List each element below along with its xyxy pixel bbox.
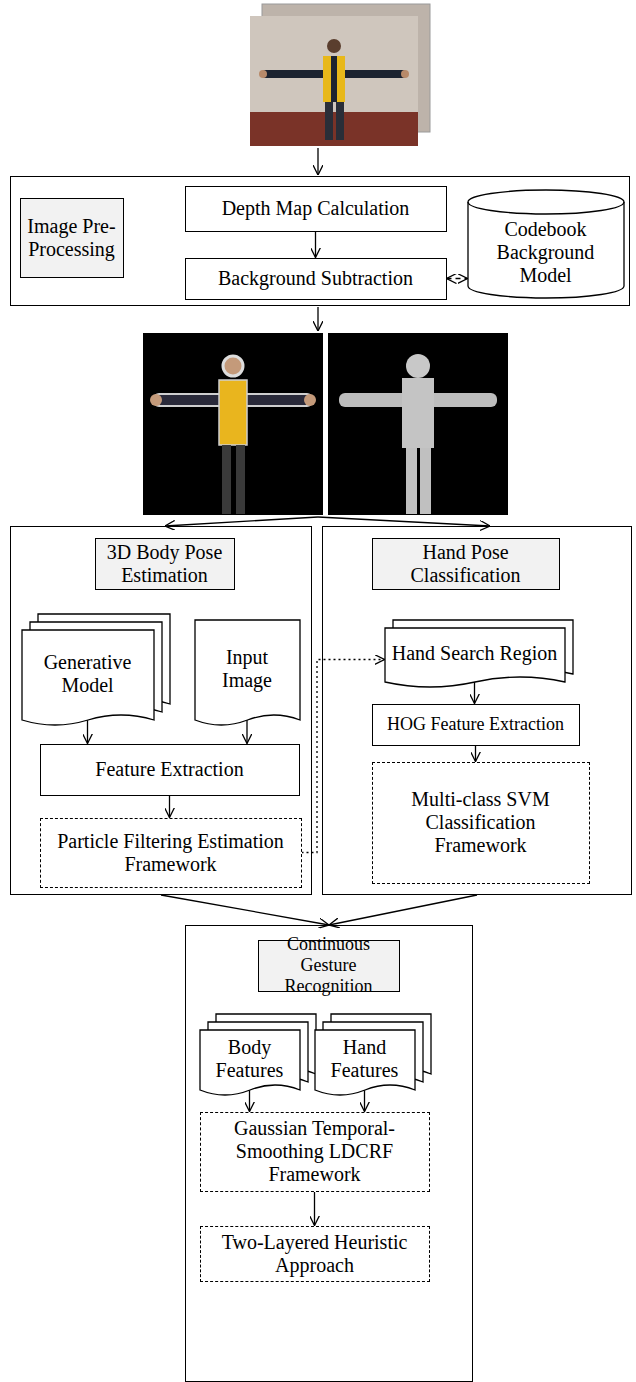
person-vest	[323, 56, 345, 102]
person-leg	[325, 102, 333, 140]
cylinder-body	[468, 190, 624, 298]
stage-heading: 3D Body Pose Estimation	[100, 541, 230, 587]
box-label: Particle Filtering Estimation Framework	[47, 830, 295, 876]
person-hand	[401, 70, 409, 78]
document-shape: Body Features	[200, 1030, 300, 1100]
stage-panel: Continuous Gesture RecognitionBody Featu…	[185, 925, 473, 1382]
connector	[249, 1090, 250, 1112]
segmented-image	[143, 333, 323, 515]
framework-box: Gaussian Temporal-Smoothing LDCRF Framew…	[200, 1112, 430, 1192]
flow-arrow	[317, 307, 318, 331]
depth-image	[328, 333, 508, 515]
person-head	[327, 39, 341, 53]
box-label: Multi-class SVM Classification Framework	[379, 788, 583, 857]
document-shape: Input Image	[195, 620, 300, 730]
person-hand	[259, 70, 267, 78]
box-label: Input Image	[201, 646, 294, 692]
stage-heading-box: 3D Body Pose Estimation	[95, 538, 235, 590]
document-sheet	[200, 1030, 300, 1095]
document-shape: Hand Search Region	[385, 628, 565, 692]
stage-heading: Continuous Gesture Recognition	[263, 934, 395, 996]
box-label: HOG Feature Extraction	[387, 714, 564, 735]
connector	[169, 796, 170, 818]
stage-heading-box: Continuous Gesture Recognition	[258, 940, 400, 992]
stage-panel: 3D Body Pose EstimationGenerative Model I…	[10, 526, 312, 895]
document-sheet	[315, 1030, 415, 1095]
database-cylinder: Codebook Background Model	[468, 190, 624, 298]
box-label: Gaussian Temporal-Smoothing LDCRF Framew…	[207, 1117, 423, 1186]
framework-box: Two-Layered Heuristic Approach	[200, 1226, 430, 1282]
stage-heading-box: Hand Pose Classification	[372, 538, 560, 590]
process-box: Background Subtraction	[185, 258, 447, 300]
flow-arrow	[317, 148, 318, 175]
person-vest	[219, 380, 247, 445]
silhouette-body	[402, 378, 434, 448]
person-leg	[336, 102, 344, 140]
stage-panel: Image Pre-Processing Depth Map Calculatio…	[10, 176, 630, 306]
document-sheet	[195, 620, 300, 725]
flow-arrow	[318, 517, 490, 526]
box-label: Two-Layered Heuristic Approach	[207, 1231, 423, 1277]
stage-heading: Hand Pose Classification	[377, 541, 555, 587]
connector	[161, 895, 329, 925]
document-shape: Hand Features	[315, 1030, 415, 1100]
document-shape: Generative Model	[22, 630, 154, 730]
connector	[475, 746, 476, 762]
person-leg	[236, 445, 245, 514]
person-shirt	[331, 56, 337, 102]
connector	[315, 232, 316, 258]
process-box: Feature Extraction	[40, 744, 300, 796]
connector	[447, 278, 468, 279]
silhouette-leg	[420, 448, 431, 514]
connector	[87, 720, 88, 744]
silhouette-leg	[406, 448, 417, 514]
box-label: Background Subtraction	[218, 267, 413, 290]
stage-heading: Image Pre-Processing	[25, 215, 119, 261]
process-box: HOG Feature Extraction	[372, 704, 580, 746]
box-label: Hand Search Region	[392, 642, 558, 665]
box-label: Body Features	[206, 1036, 294, 1082]
box-label: Codebook Background Model	[474, 218, 618, 287]
document-sheet	[385, 628, 565, 687]
document-sheet	[22, 630, 154, 725]
connector	[364, 1090, 365, 1112]
person-hand	[304, 394, 316, 406]
person-leg	[222, 445, 231, 514]
box-label: Depth Map Calculation	[222, 197, 410, 220]
framework-box: Multi-class SVM Classification Framework	[372, 762, 590, 884]
box-label: Feature Extraction	[95, 758, 243, 781]
silhouette-head	[406, 354, 430, 378]
connector	[474, 682, 475, 704]
process-box: Depth Map Calculation	[185, 186, 447, 232]
box-label: Generative Model	[28, 651, 148, 697]
person-hand	[150, 394, 162, 406]
person-head	[223, 356, 243, 376]
cylinder-rim	[468, 202, 624, 214]
box-label: Hand Features	[321, 1036, 409, 1082]
photo-wall	[250, 16, 418, 146]
stage-heading-box: Image Pre-Processing	[20, 198, 124, 278]
connector	[246, 720, 247, 744]
connector	[329, 895, 477, 925]
connector	[314, 1192, 315, 1226]
photo-floor	[250, 112, 418, 146]
stage-panel: Hand Pose ClassificationHand Search Regi…	[322, 526, 632, 895]
flow-arrow	[165, 517, 318, 526]
framework-box: Particle Filtering Estimation Framework	[40, 818, 302, 888]
